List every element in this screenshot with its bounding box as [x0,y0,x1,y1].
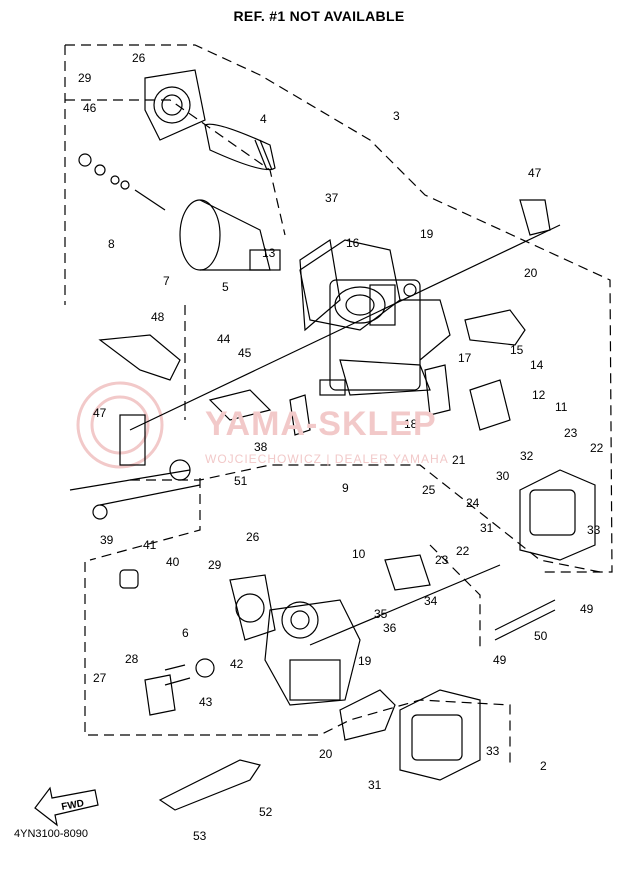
lower-carburetor [229,554,431,706]
middle-parts [69,334,346,520]
callout-20: 20 [319,747,333,761]
upper-carburetor [299,238,451,396]
callout-19: 19 [358,654,372,668]
callout-9: 9 [342,481,349,495]
callout-48: 48 [151,310,165,324]
callout-42: 42 [230,657,244,671]
upper-side-cover [519,469,596,561]
callout-22: 22 [590,441,604,455]
parts-drawing [34,44,613,827]
throttle-valve [179,199,281,271]
callout-31: 31 [368,778,382,792]
callout-47: 47 [93,406,107,420]
fwd-label: FWD [61,798,85,813]
callout-29: 29 [78,71,92,85]
callout-47: 47 [528,166,542,180]
callout-20: 20 [524,266,538,280]
callout-19: 19 [420,227,434,241]
callout-41: 41 [143,538,157,552]
shafts [129,224,561,646]
callout-49: 49 [493,653,507,667]
callout-52: 52 [259,805,273,819]
callout-22: 22 [456,544,470,558]
callout-28: 28 [125,652,139,666]
callout-4: 4 [260,112,267,126]
lower-side-cover [399,689,481,781]
callout-12: 12 [532,388,546,402]
lower-arm [158,689,396,811]
dashed-boundaries [64,44,613,765]
callout-38: 38 [254,440,268,454]
callout-15: 15 [510,343,524,357]
callout-40: 40 [166,555,180,569]
watermark-text: YAMA-SKLEP [205,405,437,443]
callout-23: 23 [435,553,449,567]
callout-17: 17 [458,351,472,365]
callout-31: 31 [480,521,494,535]
callout-27: 27 [93,671,107,685]
callout-39: 39 [100,533,114,547]
callout-30: 30 [496,469,510,483]
callout-34: 34 [424,594,438,608]
callout-10: 10 [352,547,366,561]
callout-46: 46 [83,101,97,115]
callout-21: 21 [452,453,466,467]
callout-50: 50 [534,629,548,643]
callout-53: 53 [193,829,207,843]
callout-26: 26 [132,51,146,65]
callout-23: 23 [564,426,578,440]
part-code: 4YN3100-8090 [14,828,89,840]
callout-18: 18 [404,417,418,431]
callout-43: 43 [199,695,213,709]
top-cover [144,69,276,171]
callout-3: 3 [393,109,400,123]
callout-11: 11 [555,400,568,414]
callout-13: 13 [262,246,276,260]
callout-33: 33 [486,744,500,758]
callout-6: 6 [182,626,189,640]
callout-33: 33 [587,523,601,537]
callout-14: 14 [530,358,544,372]
callout-24: 24 [466,496,480,510]
callout-5: 5 [222,280,229,294]
callout-37: 37 [325,191,339,205]
needle-parts [78,153,166,211]
callout-8: 8 [108,237,115,251]
callout-49: 49 [580,602,594,616]
callout-45: 45 [238,346,252,360]
callout-29: 29 [208,558,222,572]
callout-51: 51 [234,474,248,488]
callout-16: 16 [346,236,360,250]
callout-32: 32 [520,449,534,463]
callout-36: 36 [383,621,397,635]
header-title: REF. #1 NOT AVAILABLE [233,8,405,24]
callout-2: 2 [540,759,547,773]
callout-26: 26 [246,530,260,544]
lower-left-parts [119,569,215,716]
callout-35: 35 [374,607,388,621]
fwd-arrow [34,786,99,827]
callout-25: 25 [422,483,436,497]
callout-44: 44 [217,332,231,346]
callout-7: 7 [163,274,170,288]
watermark-subtext: WOJCIECHOWICZ | DEALER YAMAHA [205,452,449,466]
